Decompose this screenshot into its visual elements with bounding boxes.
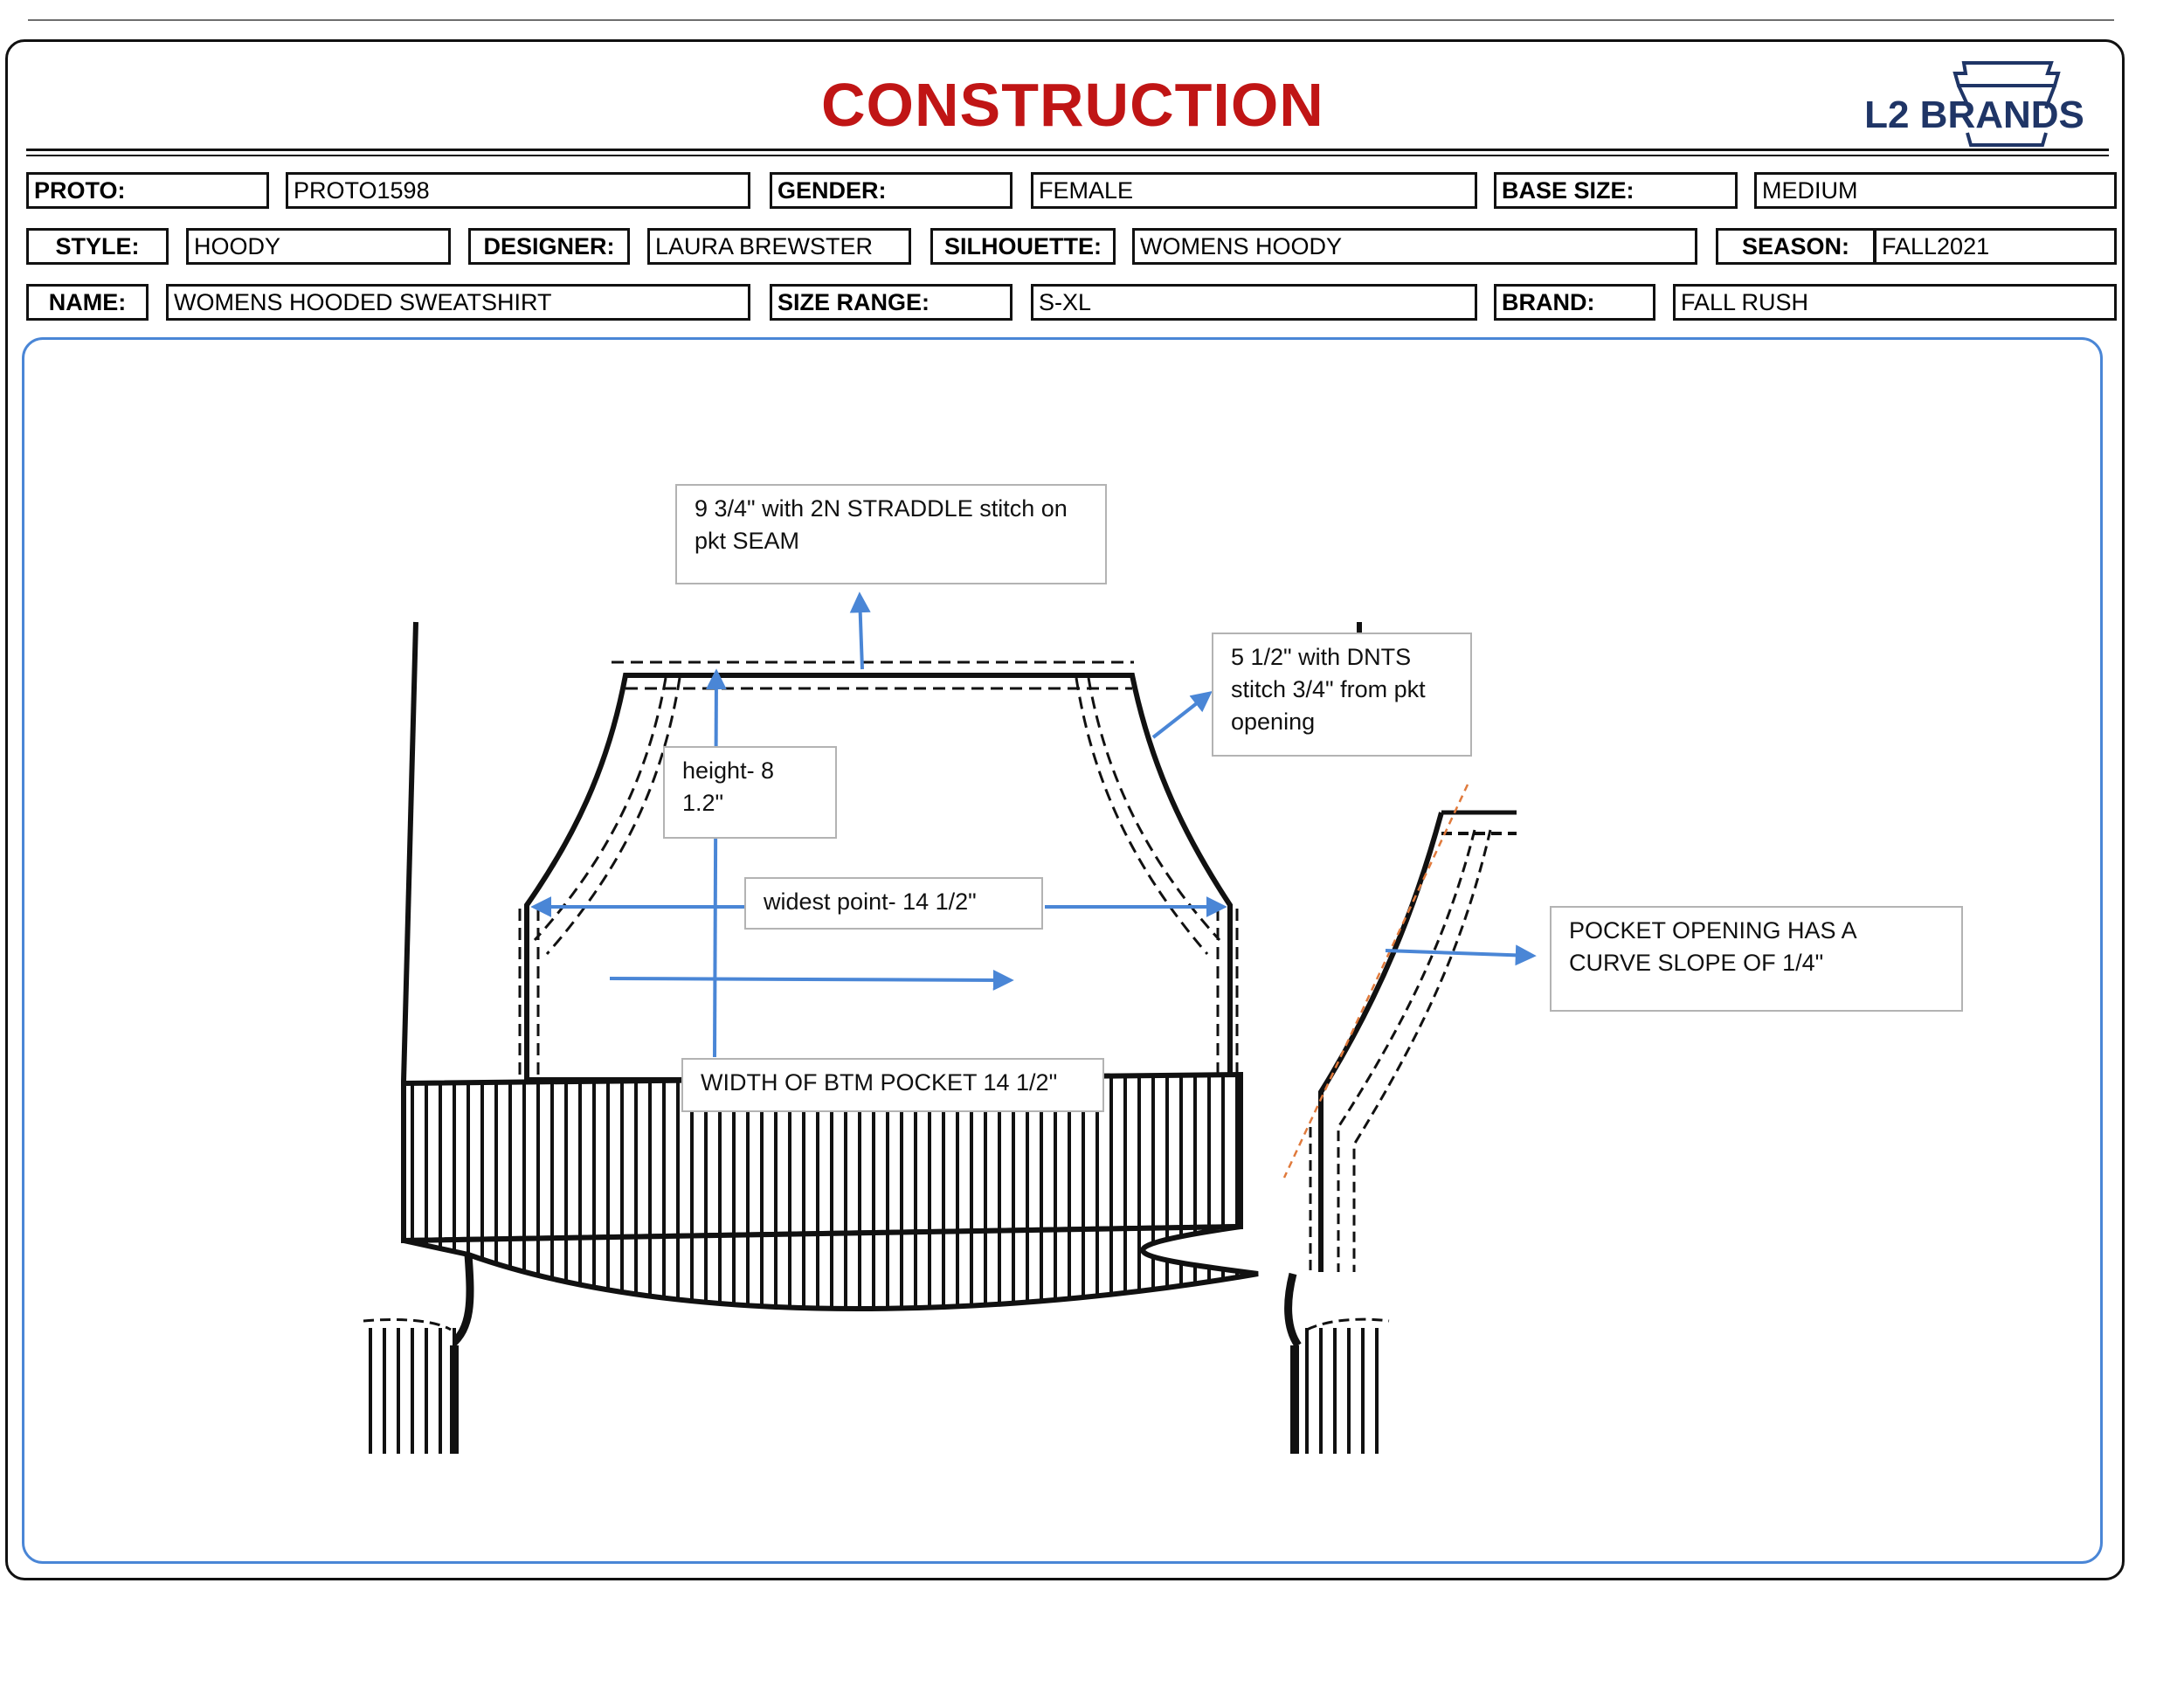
curve-slope-guide (1282, 784, 1469, 1179)
note-height: height- 8 1.2" (663, 746, 837, 839)
body-side-seam (401, 621, 418, 1082)
keystone-icon (1952, 61, 2061, 147)
header-rule (26, 149, 2109, 151)
note-pkt-opening: 5 1/2" with DNTS stitch 3/4" from pkt op… (1212, 633, 1472, 757)
proto-value: PROTO1598 (286, 172, 750, 209)
gender-label: GENDER: (770, 172, 1013, 209)
spec-sheet-frame (5, 39, 2125, 1580)
kangaroo-pocket (518, 660, 1239, 1082)
name-value: WOMENS HOODED SWEATSHIRT (166, 284, 750, 321)
designer-label: DESIGNER: (468, 228, 630, 265)
designer-value: LAURA BREWSTER (647, 228, 911, 265)
silhouette-value: WOMENS HOODY (1132, 228, 1697, 265)
silhouette-label: SILHOUETTE: (930, 228, 1116, 265)
brand-value: FALL RUSH (1673, 284, 2117, 321)
logo-text: L2 BRANDS (1864, 93, 2084, 136)
note-widest-point: widest point- 14 1/2" (744, 877, 1043, 930)
size-range-label: SIZE RANGE: (770, 284, 1013, 321)
style-label: STYLE: (26, 228, 169, 265)
construction-panel (22, 337, 2103, 1564)
header-rule-thin (26, 155, 2109, 156)
sleeve-cuff-left (363, 1317, 459, 1454)
page-title: CONSTRUCTION (821, 71, 1324, 139)
base-size-value: MEDIUM (1754, 172, 2117, 209)
note-top-seam: 9 3/4" with 2N STRADDLE stitch on pkt SE… (675, 484, 1107, 584)
base-size-label: BASE SIZE: (1494, 172, 1738, 209)
brand-label: BRAND: (1494, 284, 1655, 321)
proto-label: PROTO: (26, 172, 269, 209)
name-label: NAME: (26, 284, 149, 321)
measurement-arrows (530, 591, 1537, 1058)
note-curve-slope: POCKET OPENING HAS A CURVE SLOPE OF 1/4" (1550, 906, 1963, 1012)
pocket-side-profile (1309, 810, 1517, 1272)
style-value: HOODY (186, 228, 451, 265)
l2-brands-logo: L2 BRANDS (1864, 61, 2084, 147)
sleeve-cuff-right (1290, 1317, 1390, 1454)
note-btm-width: WIDTH OF BTM POCKET 14 1/2" (681, 1058, 1104, 1112)
size-range-value: S-XL (1031, 284, 1477, 321)
season-value: FALL2021 (1874, 228, 2117, 265)
gender-value: FEMALE (1031, 172, 1477, 209)
top-rule (28, 19, 2114, 21)
ribbed-waistband (401, 1071, 1302, 1349)
